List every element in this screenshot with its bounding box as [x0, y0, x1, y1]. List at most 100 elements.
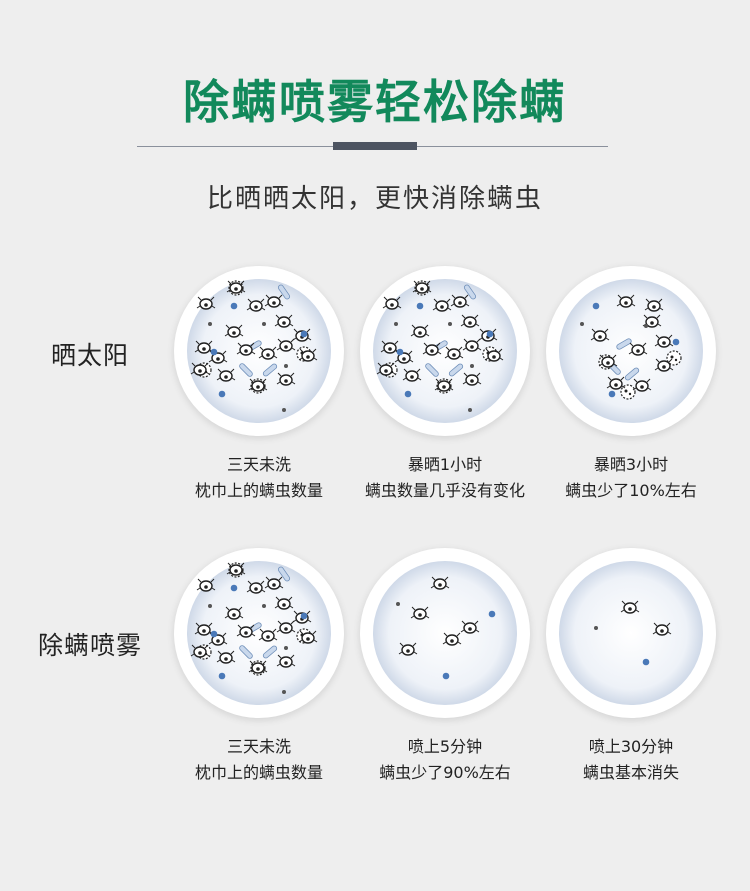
mite-icon: [632, 378, 652, 392]
mite-icon: [264, 576, 284, 590]
dish-caption: 三天未洗 枕巾上的螨虫数量: [159, 452, 359, 504]
mite-icon: [484, 348, 504, 362]
mite-icon: [208, 350, 228, 364]
caption-line-1: 暴晒3小时: [593, 455, 669, 474]
mite-icon: [216, 650, 236, 664]
dish-surface: [559, 561, 703, 705]
title-divider-accent: [333, 142, 417, 150]
grey-dot: [580, 322, 584, 326]
mite-icon: [276, 338, 296, 352]
mite-icon: [264, 294, 284, 308]
mite-icon: [412, 280, 432, 294]
petri-dish: [360, 548, 530, 718]
dish-caption: 暴晒1小时 螨虫数量几乎没有变化: [345, 452, 545, 504]
mite-icon: [620, 600, 640, 614]
mite-icon: [606, 376, 626, 390]
row-label-sun: 晒太阳: [50, 341, 129, 370]
mite-icon: [236, 342, 256, 356]
mite-icon: [194, 340, 214, 354]
page-subtitle: 比晒晒太阳，更快消除螨虫: [206, 184, 543, 214]
dish-surface: [187, 561, 331, 705]
mite-dish-illustration: [559, 561, 703, 705]
blue-dot: [300, 612, 308, 620]
rod-bacterium-icon: [425, 363, 439, 377]
mite-icon: [410, 606, 430, 620]
mite-icon: [628, 342, 648, 356]
mite-icon: [422, 342, 442, 356]
blue-dot: [642, 658, 650, 666]
mite-icon: [382, 296, 402, 310]
blue-dot: [486, 330, 494, 338]
petri-dish: [360, 266, 530, 436]
mite-dish-illustration: [373, 279, 517, 423]
grey-dot: [644, 324, 648, 328]
blue-dot: [300, 330, 308, 338]
mite-icon: [276, 654, 296, 668]
mite-icon: [246, 580, 266, 594]
mite-icon: [402, 368, 422, 382]
mite-icon: [380, 340, 400, 354]
mite-icon: [642, 314, 662, 328]
mite-icon: [196, 296, 216, 310]
mite-icon: [644, 298, 664, 312]
blue-dot: [416, 302, 424, 310]
caption-line-1: 喷上30分钟: [588, 737, 674, 756]
caption-line-1: 暴晒1小时: [407, 455, 483, 474]
grey-dot: [284, 646, 288, 650]
blue-dot: [592, 302, 600, 310]
page-title: 除螨喷雾轻松除螨: [183, 75, 567, 129]
rod-bacterium-icon: [463, 284, 477, 300]
blue-dot: [404, 390, 412, 398]
mite-icon: [216, 368, 236, 382]
caption-line-2: 枕巾上的螨虫数量: [194, 763, 323, 782]
blue-dot: [442, 672, 450, 680]
blue-dot: [210, 348, 218, 356]
mite-icon: [376, 362, 396, 376]
mite-icon: [460, 314, 480, 328]
mite-icon: [442, 632, 462, 646]
mite-dish-illustration: [559, 279, 703, 423]
caption-line-2: 螨虫少了90%左右: [379, 763, 511, 782]
caption-line-2: 枕巾上的螨虫数量: [194, 481, 323, 500]
rod-bacterium-icon: [277, 284, 291, 300]
dish-surface: [187, 279, 331, 423]
blue-dot: [230, 302, 238, 310]
mite-icon: [276, 372, 296, 386]
mite-icon: [450, 294, 470, 308]
grey-dot: [282, 408, 286, 412]
bacteria-icon: [666, 350, 682, 366]
rod-bacterium-icon: [262, 645, 278, 659]
grey-dot: [284, 364, 288, 368]
mite-icon: [432, 298, 452, 312]
caption-line-2: 螨虫数量几乎没有变化: [364, 481, 525, 500]
mite-icon: [590, 328, 610, 342]
grey-dot: [208, 322, 212, 326]
mite-dish-illustration: [187, 279, 331, 423]
mite-icon: [394, 350, 414, 364]
grey-dot: [262, 322, 266, 326]
caption-line-1: 喷上5分钟: [407, 737, 483, 756]
mite-icon: [236, 624, 256, 638]
petri-dish: [546, 266, 716, 436]
grey-dot: [470, 364, 474, 368]
grey-dot: [468, 408, 472, 412]
mite-icon: [208, 632, 228, 646]
dish-caption: 喷上30分钟 螨虫基本消失: [531, 734, 731, 786]
mite-icon: [398, 642, 418, 656]
petri-dish: [174, 548, 344, 718]
mite-icon: [430, 576, 450, 590]
grey-dot: [594, 626, 598, 630]
caption-line-2: 螨虫少了10%左右: [565, 481, 697, 500]
mite-icon: [298, 348, 318, 362]
mite-icon: [190, 362, 210, 376]
grey-dot: [394, 322, 398, 326]
rod-bacterium-icon: [239, 363, 253, 377]
mite-icon: [196, 578, 216, 592]
blue-dot: [488, 610, 496, 618]
grey-dot: [282, 690, 286, 694]
dish-caption: 暴晒3小时 螨虫少了10%左右: [531, 452, 731, 504]
mite-icon: [444, 346, 464, 360]
rod-bacterium-icon: [277, 566, 291, 582]
caption-line-1: 三天未洗: [226, 455, 291, 474]
mite-icon: [276, 620, 296, 634]
